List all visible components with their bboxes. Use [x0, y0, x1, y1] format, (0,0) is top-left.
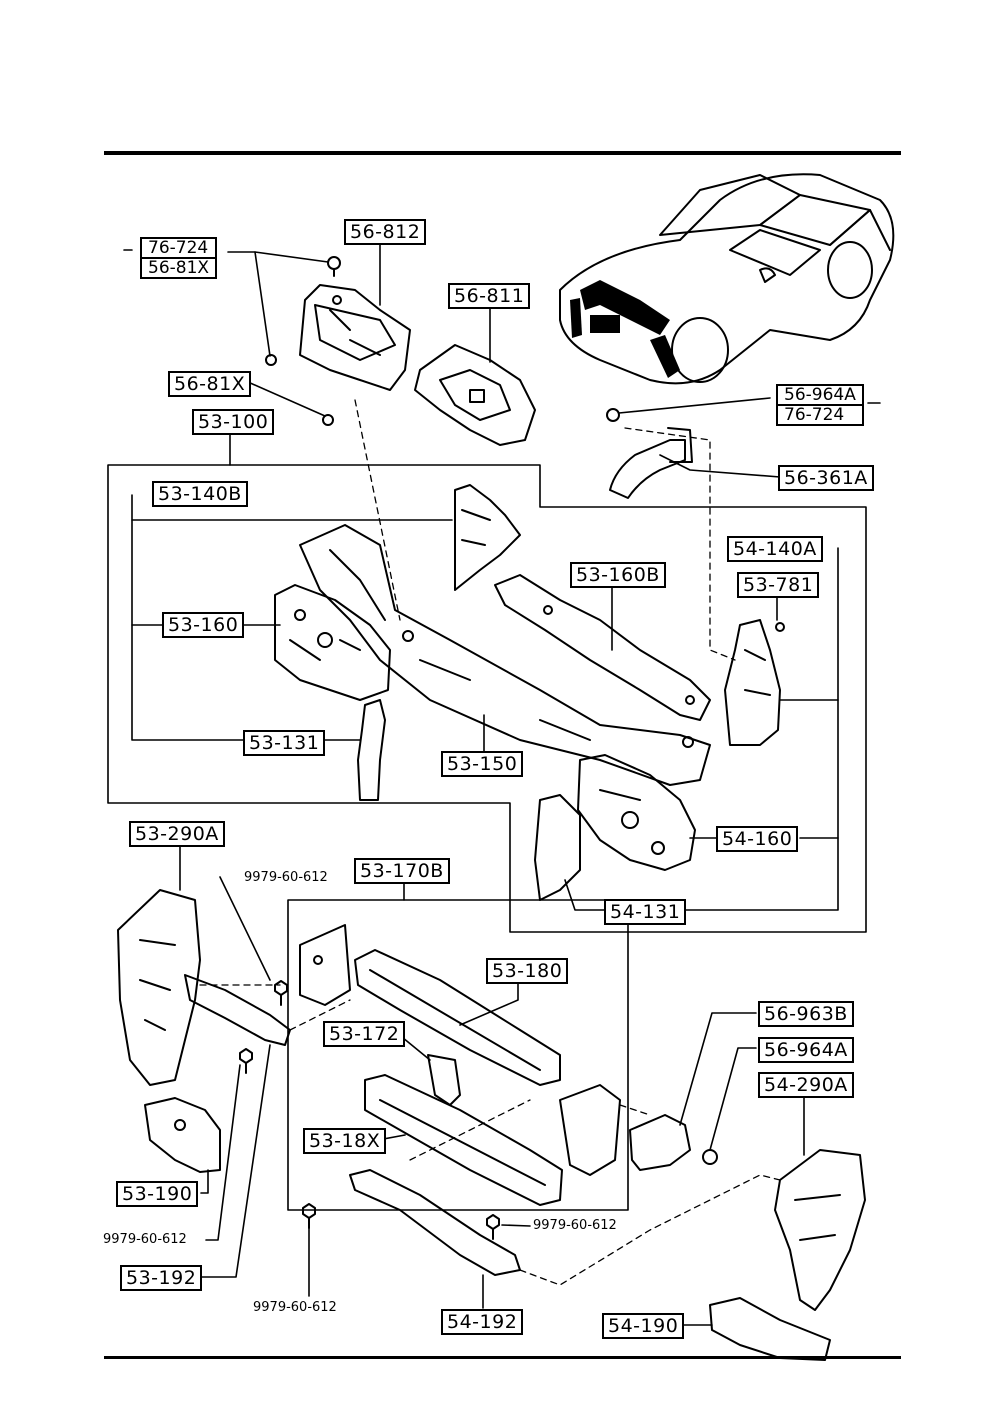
part-54-160-shape	[577, 754, 696, 871]
part-54-192-shape	[349, 1169, 521, 1276]
part-label-56-963B: 56-963B	[758, 1001, 854, 1027]
bolt-label-9979-60-612-d: 9979-60-612	[253, 1300, 337, 1315]
part-label-53-150: 53-150	[441, 751, 524, 777]
part-53-160B-shape	[494, 574, 711, 721]
part-label-53-190: 53-190	[116, 1181, 199, 1207]
label-56-964A-76-724-stack: 56-964A 76-724	[776, 384, 864, 426]
vehicle-illustration	[559, 173, 895, 385]
part-label-76-724-b: 76-724	[784, 405, 845, 425]
top-rule	[104, 151, 901, 155]
vehicle-highlight	[570, 280, 680, 378]
part-54-290A-shape	[774, 1149, 866, 1311]
part-label-53-160B: 53-160B	[570, 562, 666, 588]
part-label-54-190: 54-190	[602, 1313, 685, 1339]
part-53-192-shape	[184, 974, 291, 1046]
part-label-76-724-a: 76-724	[142, 239, 216, 259]
part-label-56-964A-b: 56-964A	[758, 1037, 854, 1063]
part-label-54-290A: 54-290A	[758, 1072, 854, 1098]
part-label-56-361A: 56-361A	[778, 465, 874, 491]
part-label-53-160: 53-160	[162, 612, 245, 638]
part-label-53-290A: 53-290A	[129, 821, 225, 847]
part-label-53-131: 53-131	[243, 730, 326, 756]
part-label-54-160: 54-160	[716, 826, 799, 852]
part-label-54-140A: 54-140A	[727, 536, 823, 562]
clip-shapes	[265, 256, 620, 426]
part-label-56-81X-b: 56-81X	[168, 371, 252, 397]
part-label-53-100: 53-100	[192, 409, 275, 435]
part-label-54-131: 54-131	[604, 899, 687, 925]
part-53-180-shape	[354, 949, 561, 1086]
part-53-190-shape	[144, 1097, 221, 1173]
bottom-rule	[104, 1356, 901, 1359]
part-56-812-shape	[299, 284, 411, 391]
dashed-lines	[199, 399, 781, 1286]
grommet-56-964A-shape	[702, 1149, 718, 1165]
leader-lines	[123, 241, 881, 1326]
part-label-53-172: 53-172	[323, 1021, 406, 1047]
part-53-131-shape	[357, 699, 386, 801]
part-label-53-140B: 53-140B	[152, 481, 248, 507]
part-56-811-shape	[414, 344, 536, 446]
bolt-label-9979-60-612-b: 9979-60-612	[103, 1232, 187, 1247]
part-53-290A-shape	[117, 889, 201, 1086]
part-label-53-170B: 53-170B	[354, 858, 450, 884]
group-lines	[107, 432, 867, 1211]
part-56-361A-shape	[609, 427, 693, 499]
part-label-53-192: 53-192	[120, 1265, 203, 1291]
bolt-label-9979-60-612-c: 9979-60-612	[533, 1218, 617, 1233]
bolt-label-9979-60-612-a: 9979-60-612	[244, 870, 328, 885]
part-53-170B-bracket-shape	[299, 924, 351, 1006]
label-76-724-56-81X-stack: 76-724 56-81X	[140, 237, 218, 279]
part-label-56-964A-a: 56-964A	[778, 386, 862, 406]
part-label-53-781: 53-781	[737, 572, 820, 598]
part-54-140A-shape	[724, 619, 781, 746]
part-54-190-shape	[709, 1297, 831, 1361]
part-label-53-18X: 53-18X	[303, 1128, 387, 1154]
part-56-963B-shape	[629, 1114, 691, 1171]
bolt-shapes	[239, 980, 500, 1240]
part-label-53-180: 53-180	[486, 958, 569, 984]
part-53-160-shape	[274, 584, 391, 701]
part-label-54-192: 54-192	[441, 1309, 524, 1335]
part-label-56-812: 56-812	[344, 219, 427, 245]
part-53-150-shape	[299, 524, 711, 786]
part-53-18X-shape	[364, 1074, 563, 1206]
part-53-170B-right-bracket-shape	[559, 1084, 621, 1176]
part-54-131-shape	[534, 794, 581, 901]
part-53-172-shape	[427, 1054, 461, 1106]
part-label-56-811: 56-811	[448, 283, 531, 309]
part-label-56-81X-a: 56-81X	[148, 258, 210, 278]
clip-53-781-shape	[775, 622, 785, 632]
part-53-140B-shape	[454, 484, 521, 591]
